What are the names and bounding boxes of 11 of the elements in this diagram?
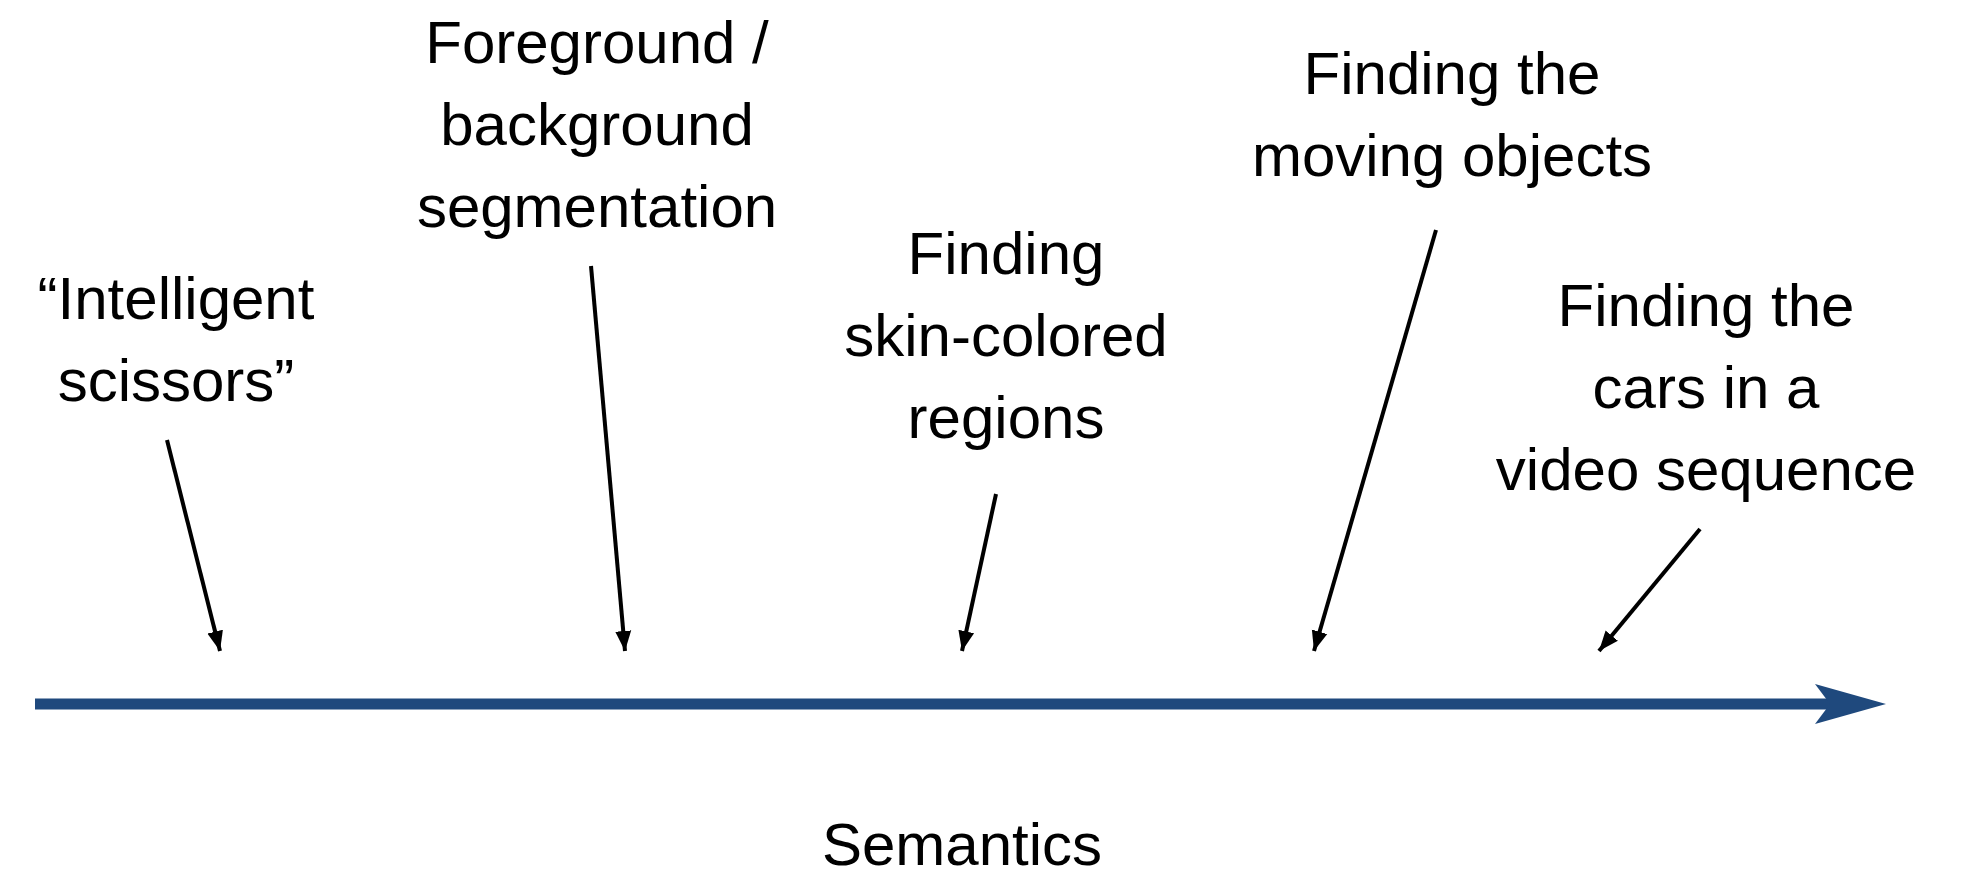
callout-text: Foreground / background segmentation bbox=[416, 2, 778, 248]
callout-text: Finding skin-colored regions bbox=[844, 213, 1168, 459]
arrow bbox=[1311, 229, 1438, 652]
callout-text: Finding the moving objects bbox=[1251, 33, 1653, 197]
axis-label: Semantics bbox=[821, 810, 1103, 875]
arrow bbox=[1597, 527, 1702, 653]
arrow bbox=[589, 265, 632, 652]
arrow bbox=[165, 439, 223, 652]
callout-text: Finding the cars in a video sequence bbox=[1495, 265, 1917, 511]
arrow bbox=[958, 493, 998, 652]
callout-text: “Intelligent scissors” bbox=[37, 258, 315, 422]
